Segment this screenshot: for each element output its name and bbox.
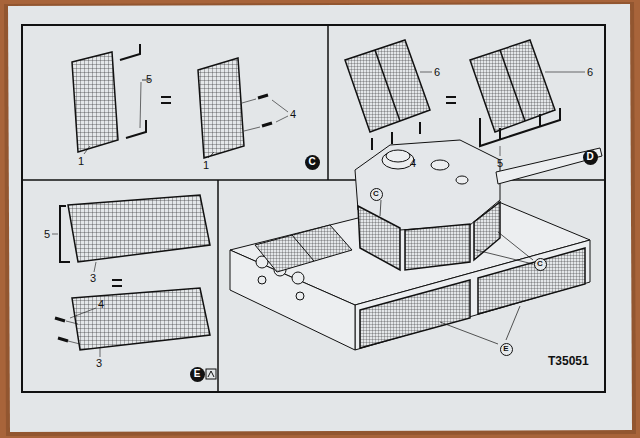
- callout-number: 4: [290, 109, 296, 120]
- callout-badge: C: [370, 188, 383, 201]
- callout-number: 6: [587, 67, 593, 78]
- step-letter: E: [503, 345, 508, 353]
- step-letter: C: [308, 157, 315, 167]
- callout-number: 5: [44, 229, 50, 240]
- callout-number: 5: [146, 74, 152, 85]
- step-letter: E: [194, 369, 201, 379]
- callout-number: 4: [98, 299, 104, 310]
- step-badge: C: [305, 155, 320, 170]
- callout-badge: C: [534, 258, 547, 271]
- step-letter: D: [586, 152, 593, 162]
- callout-number: 3: [90, 273, 96, 284]
- callout-badge: E: [500, 343, 513, 356]
- step-badge: D: [583, 150, 598, 165]
- callout-number: 5: [497, 158, 503, 169]
- callout-number: 1: [203, 160, 209, 171]
- step-badge: E: [190, 367, 205, 382]
- callout-number: 3: [96, 358, 102, 369]
- callout-number: 1: [78, 156, 84, 167]
- callout-number: 4: [410, 158, 416, 169]
- callout-number: 6: [434, 67, 440, 78]
- step-letter: C: [537, 260, 543, 268]
- kit-code: T35051: [548, 355, 589, 367]
- step-letter: C: [373, 190, 379, 198]
